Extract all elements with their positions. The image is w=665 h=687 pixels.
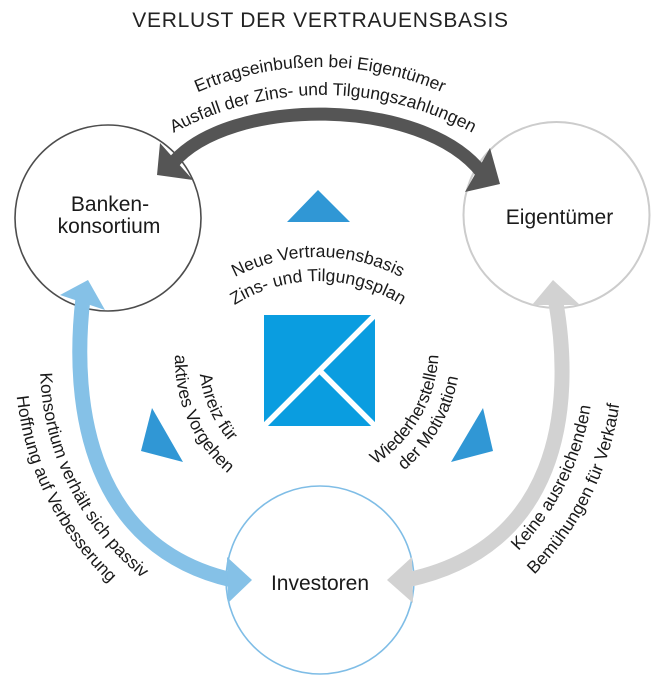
- arrow-shaft: [72, 297, 234, 588]
- triangle-icon-right: [451, 408, 493, 462]
- arrowhead-icon: [465, 148, 500, 192]
- arrowhead-icon: [60, 280, 105, 310]
- node-circle-banks: [14, 124, 202, 312]
- arrow-owner-investors: [387, 280, 580, 603]
- logo-branch-line: [317, 368, 387, 438]
- arrow-banks-investors: [60, 280, 252, 603]
- node-label-banks-line1: Banken-: [71, 193, 149, 216]
- node-label-investors: Investoren: [271, 572, 369, 595]
- arrowhead-icon: [532, 280, 580, 305]
- arrow-shaft: [405, 298, 570, 588]
- arrow-banks-owner: [157, 107, 500, 192]
- triangle-icon-left: [141, 408, 183, 462]
- arrowhead-icon: [157, 143, 193, 180]
- triangle-icon-top: [287, 190, 350, 222]
- node-label-owner: Eigentümer: [506, 206, 613, 229]
- arrow-shaft: [166, 107, 488, 178]
- square-diagonal-logo-icon: [252, 303, 387, 438]
- arrowhead-icon: [227, 557, 252, 603]
- node-label-banks-line2: konsortium: [58, 215, 161, 238]
- arrowhead-icon: [387, 557, 413, 603]
- diagram-title: VERLUST DER VERTRAUENSBASIS: [132, 9, 508, 32]
